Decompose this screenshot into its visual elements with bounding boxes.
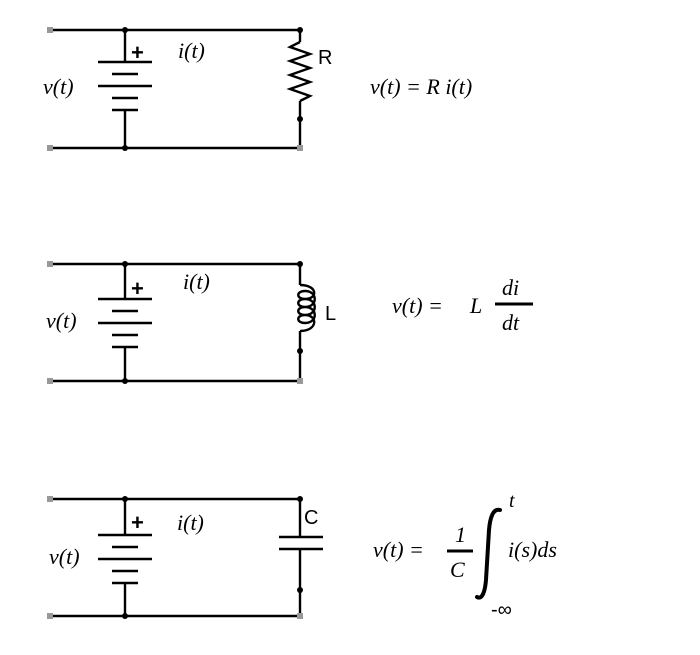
inductor-circuit xyxy=(50,262,316,383)
open-terminal xyxy=(47,27,53,33)
inductor-circuit-nodes xyxy=(47,261,303,384)
inductor-equation-numerator: di xyxy=(502,275,519,300)
open-terminal xyxy=(47,613,53,619)
capacitor-circuit-nodes xyxy=(47,496,303,619)
junction-dot xyxy=(122,496,128,502)
junction-dot xyxy=(297,261,303,267)
plus-sign: + xyxy=(131,510,144,535)
resistor-zigzag xyxy=(286,40,314,103)
capacitor-equation-denominator: C xyxy=(450,557,465,582)
voltage-label: v(t) xyxy=(46,308,77,333)
junction-dot xyxy=(297,496,303,502)
junction-dot xyxy=(297,587,303,593)
current-label: i(t) xyxy=(183,269,210,294)
open-terminal xyxy=(47,145,53,151)
open-terminal xyxy=(47,496,53,502)
junction-dot xyxy=(297,27,303,33)
inductor-label: L xyxy=(325,303,336,325)
plus-sign: + xyxy=(131,40,144,65)
junction-dot xyxy=(297,116,303,122)
inductor-equation-coef: L xyxy=(469,293,482,318)
current-label: i(t) xyxy=(178,38,205,63)
inductor-equation-denominator: dt xyxy=(502,310,520,335)
junction-dot xyxy=(297,348,303,354)
inductor-coil xyxy=(297,283,316,333)
wire-end xyxy=(297,613,303,619)
open-terminal xyxy=(47,378,53,384)
resistor-equation: v(t) = R i(t) xyxy=(370,74,472,99)
capacitor-equation-integrand: i(s)ds xyxy=(508,537,557,562)
junction-dot xyxy=(122,145,128,151)
integral-upper-limit: t xyxy=(509,490,515,512)
junction-dot xyxy=(122,378,128,384)
resistor-circuit xyxy=(50,28,314,150)
capacitor-circuit xyxy=(50,497,323,618)
resistor-label: R xyxy=(318,47,332,69)
wire-end xyxy=(297,145,303,151)
capacitor-label: C xyxy=(304,507,318,529)
inductor-equation-lhs: v(t) = xyxy=(392,293,443,318)
junction-dot xyxy=(122,261,128,267)
wire-end xyxy=(297,378,303,384)
junction-dot xyxy=(122,613,128,619)
plus-sign: + xyxy=(131,276,144,301)
voltage-label: v(t) xyxy=(43,74,74,99)
capacitor-equation-numerator: 1 xyxy=(455,522,466,547)
resistor-circuit-nodes xyxy=(47,27,303,151)
voltage-label: v(t) xyxy=(49,544,80,569)
open-terminal xyxy=(47,261,53,267)
current-label: i(t) xyxy=(177,510,204,535)
integral-sign xyxy=(475,507,502,600)
integral-lower-limit: -∞ xyxy=(491,599,512,621)
capacitor-equation-lhs: v(t) = xyxy=(373,537,424,562)
junction-dot xyxy=(122,27,128,33)
